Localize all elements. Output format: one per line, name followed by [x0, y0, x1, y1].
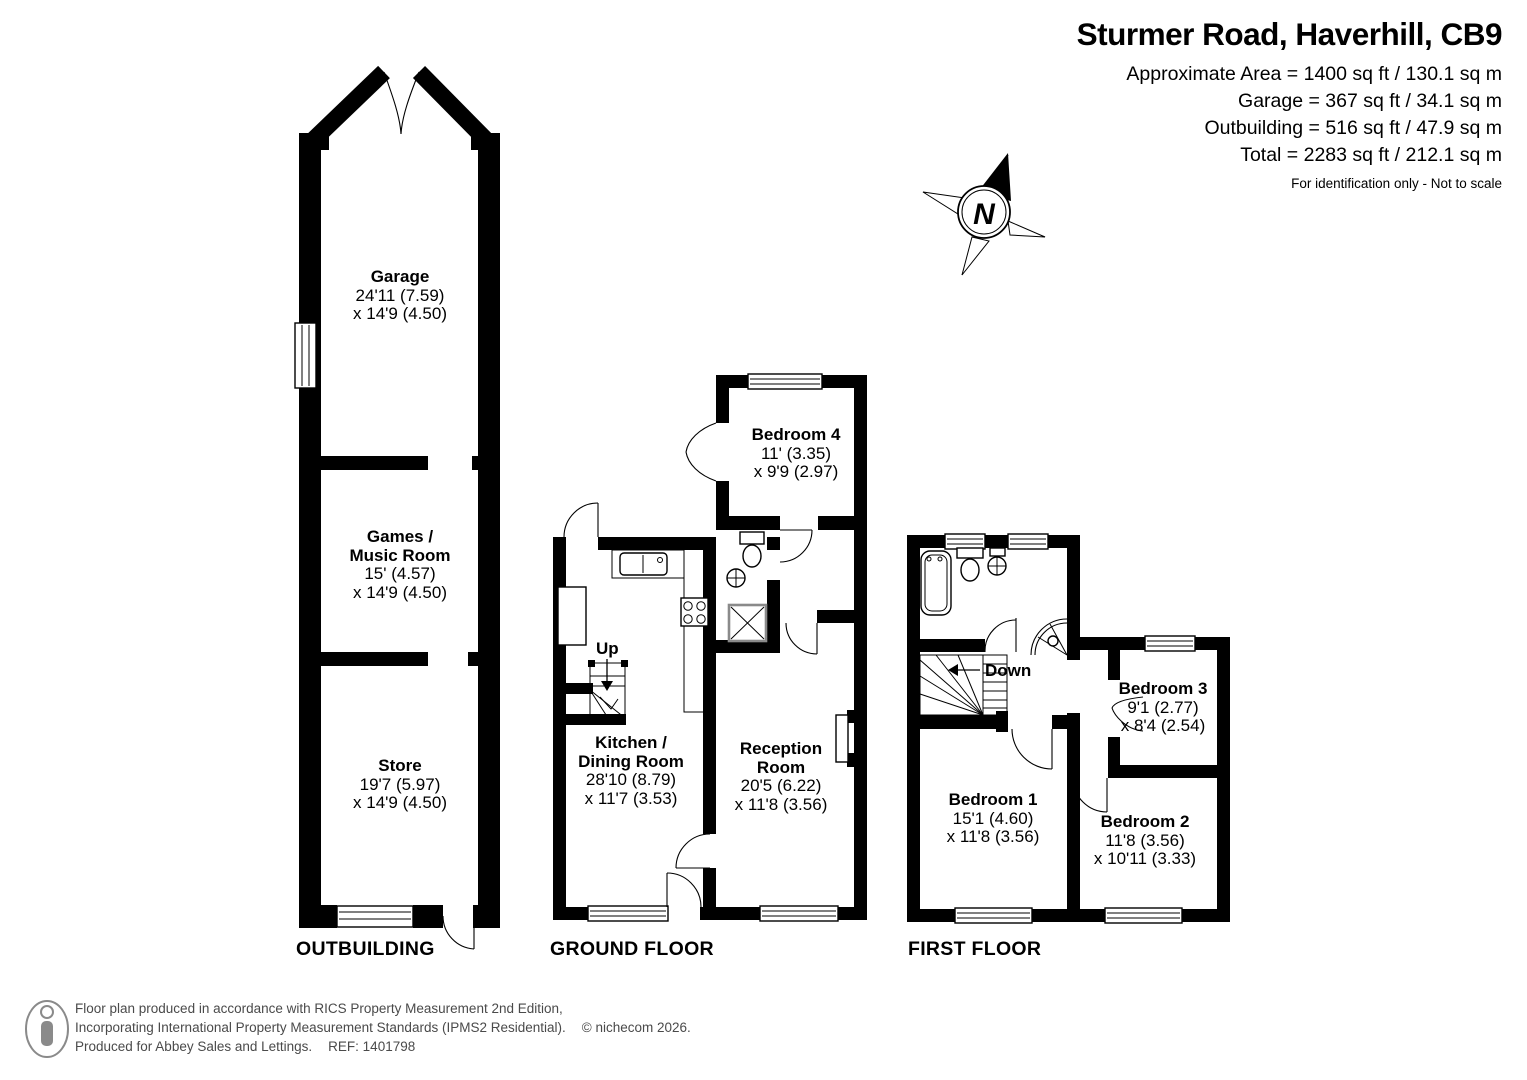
- footer-line-2: Incorporating International Property Mea…: [75, 1020, 691, 1035]
- area-line-garage: Garage = 367 sq ft / 34.1 sq m: [1238, 90, 1502, 112]
- room-label-bedroom4: Bedroom 4 11' (3.35) x 9'9 (2.97): [751, 425, 841, 481]
- ground-floor-label: GROUND FLOOR: [550, 938, 714, 960]
- room-label-reception: Reception Room 20'5 (6.22) x 11'8 (3.56): [734, 739, 828, 814]
- room-label-bedroom1: Bedroom 1 15'1 (4.60) x 11'8 (3.56): [946, 790, 1040, 846]
- area-line-outbuilding: Outbuilding = 516 sq ft / 47.9 sq m: [1204, 117, 1502, 139]
- ground-floor-plan: [553, 373, 867, 922]
- room-label-garage: Garage 24'11 (7.59) x 14'9 (4.50): [353, 267, 447, 323]
- room-label-store: Store 19'7 (5.97) x 14'9 (4.50): [353, 756, 447, 812]
- room-label-bedroom2: Bedroom 2 11'8 (3.56) x 10'11 (3.33): [1093, 812, 1197, 868]
- area-line-total: Total = 2283 sq ft / 212.1 sq m: [1240, 144, 1502, 166]
- footer-line-3: Produced for Abbey Sales and Lettings.RE…: [75, 1039, 416, 1054]
- outbuilding-label: OUTBUILDING: [296, 938, 435, 960]
- header: Sturmer Road, Haverhill, CB9 Approximate…: [1076, 16, 1503, 191]
- page-title: Sturmer Road, Haverhill, CB9: [1076, 16, 1503, 52]
- person-icon: [25, 1000, 69, 1058]
- compass-n-label: N: [973, 198, 996, 231]
- compass-icon: N: [922, 153, 1046, 276]
- first-floor-plan: [907, 533, 1230, 924]
- footer-line-1: Floor plan produced in accordance with R…: [75, 1001, 563, 1016]
- stairs-down-label: Down: [985, 661, 1032, 680]
- room-label-bedroom3: Bedroom 3 9'1 (2.77) x 8'4 (2.54): [1118, 679, 1208, 735]
- first-floor-label: FIRST FLOOR: [908, 938, 1042, 960]
- copyright: © nichecom 2026.: [581, 1020, 691, 1035]
- stairs-up-label: Up: [596, 639, 619, 658]
- footer: Floor plan produced in accordance with R…: [75, 999, 691, 1056]
- reference-number: REF: 1401798: [328, 1039, 416, 1054]
- area-line-approximate: Approximate Area = 1400 sq ft / 130.1 sq…: [1126, 63, 1502, 85]
- scale-disclaimer: For identification only - Not to scale: [1291, 176, 1502, 191]
- outbuilding-plan: [294, 65, 500, 950]
- room-label-kitchen-dining: Kitchen / Dining Room 28'10 (8.79) x 11'…: [578, 733, 684, 808]
- room-label-games-music: Games / Music Room 15' (4.57) x 14'9 (4.…: [349, 527, 451, 602]
